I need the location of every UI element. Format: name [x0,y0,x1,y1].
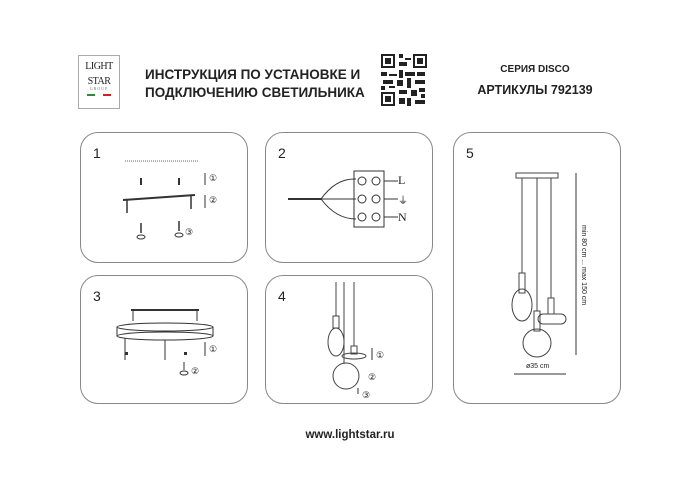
step-number: 4 [278,288,286,304]
dimensions-drawing [511,172,577,375]
step-marker: ② [191,366,200,376]
logo-text: STAR [87,76,111,87]
step-marker: ③ [185,227,194,237]
step-marker: ③ [362,390,371,400]
step-marker: ② [368,372,377,382]
step-marker: ① [209,173,218,183]
step-5-panel: 5 min 80 cm ... max 150 cm ø35 cm [453,132,621,404]
height-dimension-label: min 80 cm ... max 150 cm [580,225,587,306]
terminal-label: L [398,173,406,187]
step-2-panel: 2 L ⏚ N [265,132,433,263]
canopy-mount-drawing [116,309,214,376]
step-number: 5 [466,145,474,161]
step-marker: ② [209,195,218,205]
series-label: СЕРИЯ DISCO [500,64,570,75]
diameter-dimension-label: ø35 cm [526,363,550,370]
ceiling-mount-drawing [122,160,206,240]
logo-text: GROUP [89,86,109,91]
step-number: 1 [93,145,101,161]
title-line: ИНСТРУКЦИЯ ПО УСТАНОВКЕ И [145,67,361,82]
document-title: ИНСТРУКЦИЯ ПО УСТАНОВКЕ И ПОДКЛЮЧЕНИЮ СВ… [145,66,365,102]
website-link[interactable]: www.lightstar.ru [305,429,395,441]
article-number: АРТИКУЛЫ 792139 [477,83,593,97]
qr-code-icon [381,54,427,106]
terminal-label: N [398,210,407,224]
step-1-panel: 1 ① ② ③ [80,132,248,263]
step-marker: ① [376,350,385,360]
shade-mount-drawing [327,282,373,394]
wiring-terminal-drawing [288,170,398,228]
step-number: 3 [93,288,101,304]
step-3-panel: 3 ① ② [80,275,248,404]
step-number: 2 [278,145,286,161]
ground-icon: ⏚ [398,196,408,207]
lightstar-logo: LIGHT STAR GROUP [78,55,120,109]
italian-flag-icon [87,94,111,96]
title-line: ПОДКЛЮЧЕНИЮ СВЕТИЛЬНИКА [145,85,365,100]
step-4-panel: 4 ① ② ③ [265,275,433,404]
step-marker: ① [209,344,218,354]
logo-text: LIGHT [85,61,113,72]
